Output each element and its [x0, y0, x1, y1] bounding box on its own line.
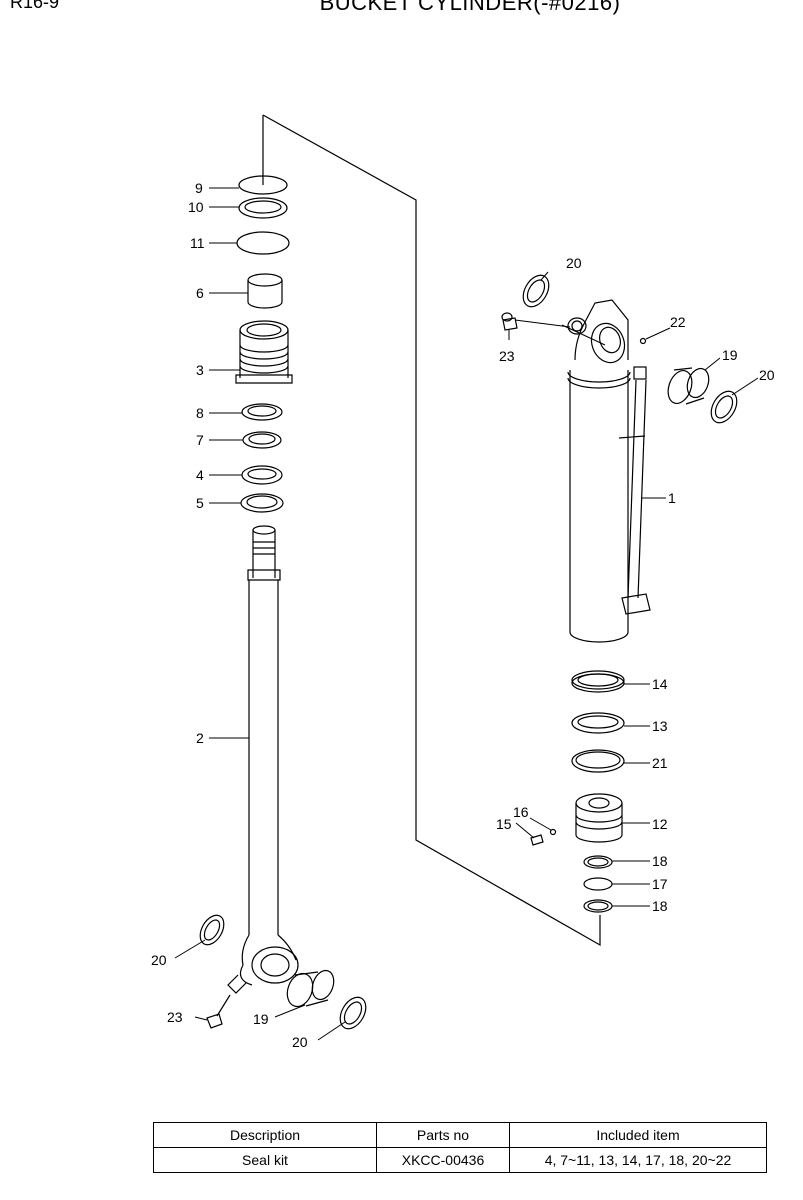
cell-parts-no: XKCC-00436	[376, 1147, 510, 1173]
leader-lines	[174, 187, 759, 1041]
part-19-bushing-upper	[667, 367, 710, 405]
callout-20: 20	[151, 952, 167, 968]
part-5-wiper	[240, 493, 284, 513]
callout-21: 21	[652, 755, 668, 771]
cell-description: Seal kit	[153, 1147, 377, 1173]
part-10-ring	[238, 197, 288, 219]
callout-18: 18	[652, 853, 668, 869]
callout-16: 16	[513, 804, 529, 820]
callout-17: 17	[652, 876, 668, 892]
callout-15: 15	[496, 816, 512, 832]
callout-5: 5	[196, 495, 204, 511]
callout-12: 12	[652, 816, 668, 832]
page-title: BUCKET CYLINDER(-#0216)	[319, 0, 621, 15]
table-header-row: Description Parts no Included item	[153, 1122, 767, 1148]
part-2-piston-rod	[227, 525, 299, 994]
callout-9: 9	[195, 180, 203, 196]
column-header-description: Description	[153, 1122, 377, 1148]
part-3-gland	[235, 320, 293, 384]
callout-3: 3	[196, 362, 204, 378]
part-17-oring	[583, 877, 613, 891]
callout-7: 7	[196, 432, 204, 448]
part-11-oring	[236, 231, 290, 255]
part-18-backup-ring-lower	[583, 899, 613, 913]
callout-labels: 9 10 11 6 3 8 7 4 5 2 20 23 19 20 20 23 …	[151, 180, 775, 1050]
part-6-bushing	[247, 273, 283, 309]
callout-23: 23	[167, 1009, 183, 1025]
part-13-piston-seal	[571, 712, 625, 734]
part-20-dust-seal-right	[710, 390, 738, 424]
part-20-dust-seal-lower-left	[199, 914, 225, 946]
callout-19: 19	[253, 1011, 269, 1027]
part-23-grease-nipple-upper	[501, 312, 518, 331]
callout-2: 2	[196, 730, 204, 746]
part-14-wear-ring	[571, 670, 625, 693]
part-18-backup-ring-upper	[583, 855, 613, 869]
callout-10: 10	[188, 199, 204, 215]
table-row: Seal kit XKCC-00436 4, 7~11, 13, 14, 17,…	[153, 1147, 767, 1173]
column-header-parts-no: Parts no	[376, 1122, 510, 1148]
part-9-oring	[238, 175, 288, 195]
callout-11: 11	[190, 235, 205, 251]
callout-23: 23	[499, 348, 515, 364]
part-4-seal	[241, 465, 283, 485]
part-19-bushing-lower	[286, 969, 335, 1008]
part-20-dust-seal-lower-right	[339, 996, 367, 1030]
part-8-seal	[241, 403, 283, 421]
callout-13: 13	[652, 718, 668, 734]
part-20-dust-seal-upper	[522, 274, 550, 308]
part-21-ring	[571, 749, 625, 773]
part-22-oring-small	[639, 337, 647, 345]
part-15-set-screw	[530, 834, 544, 846]
part-23-grease-nipple-lower	[206, 994, 231, 1029]
seal-kit-table: Description Parts no Included item Seal …	[153, 1122, 767, 1173]
part-16-ball	[549, 828, 557, 836]
page-id: R16-9	[10, 0, 60, 12]
callout-20: 20	[292, 1034, 308, 1050]
column-header-included-item: Included item	[509, 1122, 767, 1148]
callout-6: 6	[196, 285, 204, 301]
part-1-cylinder-tube	[567, 299, 651, 643]
callout-19: 19	[722, 347, 738, 363]
part-12-piston	[575, 793, 623, 843]
callout-4: 4	[196, 467, 204, 483]
callout-20: 20	[759, 367, 775, 383]
callout-8: 8	[196, 405, 204, 421]
callout-1: 1	[668, 490, 676, 506]
callout-20: 20	[566, 255, 582, 271]
assembly-line	[262, 114, 601, 947]
part-7-seal	[242, 431, 282, 449]
callout-14: 14	[652, 676, 668, 692]
callout-22: 22	[670, 314, 686, 330]
cell-included-item: 4, 7~11, 13, 14, 17, 18, 20~22	[509, 1147, 767, 1173]
callout-18: 18	[652, 898, 668, 914]
